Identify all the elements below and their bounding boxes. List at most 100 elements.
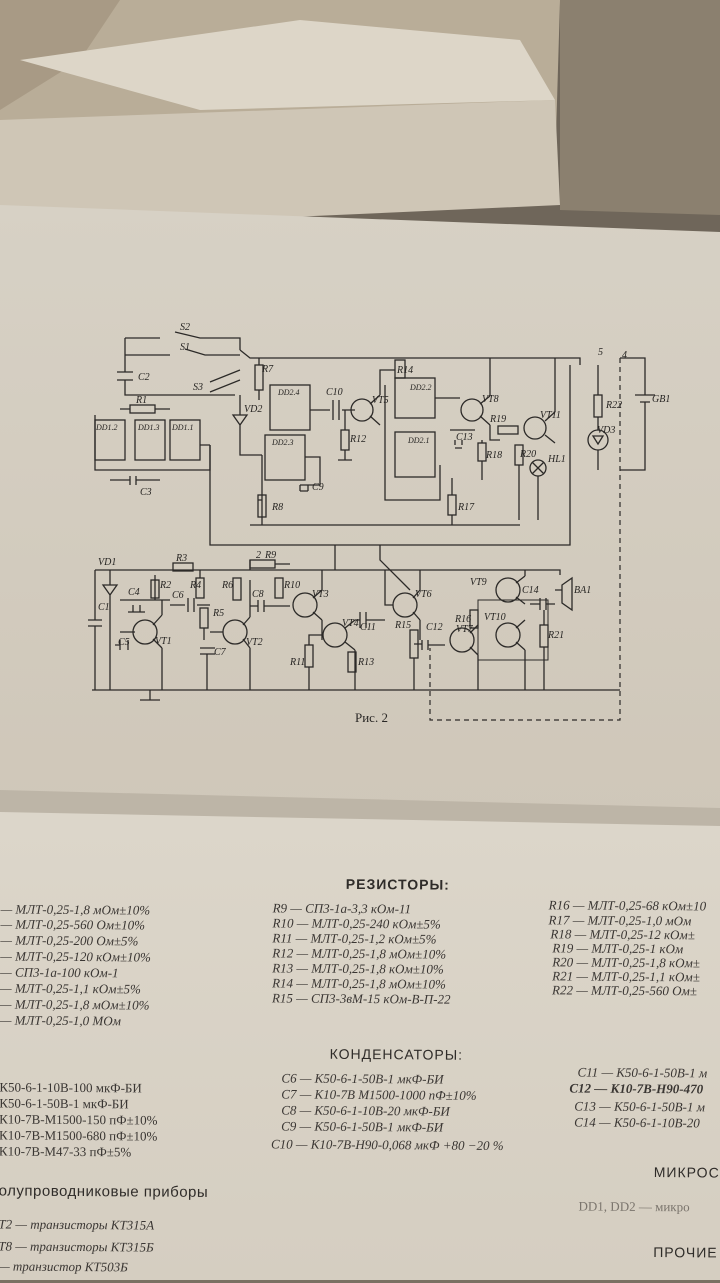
list-item: R12 — МЛТ-0,25-1,8 мОм±10% <box>272 945 447 962</box>
list-item: К10-7В-М47-33 пФ±5% <box>0 1143 132 1160</box>
svg-text:GB1: GB1 <box>652 394 670 405</box>
svg-text:R7: R7 <box>261 364 274 375</box>
svg-text:VT6: VT6 <box>415 589 432 600</box>
svg-text:VT10: VT10 <box>484 612 506 623</box>
list-item: C6 — К50-6-1-50В-1 мкФ-БИ <box>281 1070 444 1087</box>
svg-text:R3: R3 <box>175 553 187 564</box>
svg-text:DD2.2: DD2.2 <box>409 383 432 392</box>
svg-text:DD2.3: DD2.3 <box>271 438 294 447</box>
list-item: К50-6-1-50В-1 мкФ-БИ <box>0 1095 129 1112</box>
list-item: К10-7В-М1500-680 пФ±10% <box>0 1127 158 1144</box>
micro-line: DD1, DD2 — микро <box>578 1198 690 1215</box>
list-item: R16 — МЛТ-0,25-68 кОм±10 <box>548 897 707 914</box>
list-item: T2 — транзисторы КТ315А <box>0 1216 155 1233</box>
svg-text:DD1.3: DD1.3 <box>137 423 160 432</box>
list-item: C7 — К10-7В М1500-1000 пФ±10% <box>281 1086 477 1103</box>
schematic-labels: S2 S1 S3 C2 R1 DD1.2 DD1.3 DD1.1 C3 VD2 … <box>95 322 670 725</box>
svg-text:VT8: VT8 <box>482 394 499 405</box>
svg-text:R19: R19 <box>489 414 506 425</box>
svg-text:HL1: HL1 <box>547 454 566 465</box>
list-item: — МЛТ-0,25-1,8 мОм±10% <box>0 901 151 918</box>
svg-text:R13: R13 <box>357 657 374 668</box>
list-item: R15 — СП3-3вМ-15 кОм-В-П-22 <box>271 990 451 1007</box>
list-item: C12 — К10-7В-Н90-470 <box>569 1080 704 1097</box>
svg-text:C14: C14 <box>522 585 539 596</box>
svg-text:VT3: VT3 <box>312 589 329 600</box>
svg-text:R9: R9 <box>264 550 276 561</box>
svg-text:VD2: VD2 <box>244 404 262 415</box>
figure-caption: Рис. 2 <box>355 710 388 725</box>
svg-text:R5: R5 <box>212 608 224 619</box>
svg-text:R11: R11 <box>289 657 305 668</box>
list-item: C9 — К50-6-1-50В-1 мкФ-БИ <box>281 1118 444 1135</box>
svg-text:C4: C4 <box>128 587 140 598</box>
svg-text:R20: R20 <box>519 449 536 460</box>
capacitors-heading: КОНДЕНСАТОРЫ: <box>329 1045 464 1063</box>
svg-text:4: 4 <box>622 350 627 361</box>
svg-text:C13: C13 <box>456 432 473 443</box>
list-item: — МЛТ-0,25-1,0 МОм <box>0 1012 122 1029</box>
svg-text:C10: C10 <box>326 387 343 398</box>
upper-page <box>0 205 720 820</box>
svg-text:C2: C2 <box>138 372 150 383</box>
svg-text:DD1.2: DD1.2 <box>95 423 118 432</box>
svg-text:VT11: VT11 <box>540 410 561 421</box>
svg-text:R2: R2 <box>159 580 171 591</box>
svg-text:C12: C12 <box>426 622 443 633</box>
resistors-heading: РЕЗИСТОРЫ: <box>345 875 450 893</box>
list-item: R13 — МЛТ-0,25-1,8 кОм±10% <box>272 960 444 977</box>
svg-text:R18: R18 <box>485 450 502 461</box>
svg-text:R16: R16 <box>454 614 471 625</box>
svg-text:R1: R1 <box>135 395 147 406</box>
list-item: C8 — К50-6-1-10В-20 мкФ-БИ <box>281 1102 450 1119</box>
svg-text:C9: C9 <box>312 482 324 493</box>
list-item: — МЛТ-0,25-1,1 кОм±5% <box>0 980 141 997</box>
list-item: R11 — МЛТ-0,25-1,2 кОм±5% <box>272 930 437 947</box>
svg-text:S3: S3 <box>193 382 203 393</box>
svg-text:C7: C7 <box>214 647 227 658</box>
svg-text:R6: R6 <box>221 580 233 591</box>
svg-text:R10: R10 <box>283 580 300 591</box>
svg-text:R21: R21 <box>547 630 564 641</box>
list-item: C14 — К50-6-1-10В-20 <box>574 1114 700 1131</box>
list-item: R9 — СП3-1а-3,3 кОм-11 <box>272 900 412 917</box>
schematic-bottom <box>88 545 620 701</box>
svg-text:VT2: VT2 <box>246 637 263 648</box>
svg-text:DD2.4: DD2.4 <box>277 388 300 397</box>
svg-text:VT9: VT9 <box>470 577 487 588</box>
svg-text:R12: R12 <box>349 434 366 445</box>
svg-text:R17: R17 <box>457 502 475 513</box>
list-item: — МЛТ-0,25-200 Ом±5% <box>0 932 139 949</box>
svg-text:R8: R8 <box>271 502 283 513</box>
svg-text:VT7: VT7 <box>456 624 474 635</box>
list-item: R14 — МЛТ-0,25-1,8 мОм±10% <box>272 975 446 992</box>
svg-text:R4: R4 <box>189 580 201 591</box>
svg-text:C3: C3 <box>140 487 152 498</box>
svg-text:C6: C6 <box>172 590 184 601</box>
list-item: R22 — МЛТ-0,25-560 Ом± <box>552 982 697 999</box>
svg-text:5: 5 <box>598 347 603 358</box>
svg-text:VD1: VD1 <box>98 557 116 568</box>
list-item: К50-6-1-10В-100 мкФ-БИ <box>0 1079 142 1096</box>
svg-text:S1: S1 <box>180 342 190 353</box>
list-item: — МЛТ-0,25-1,8 мОм±10% <box>0 996 150 1013</box>
svg-text:DD1.1: DD1.1 <box>171 423 194 432</box>
list-item: К10-7В-М1500-150 пФ±10% <box>0 1111 158 1128</box>
list-item: C10 — К10-7В-Н90-0,068 мкФ +80 −20 % <box>270 1136 504 1154</box>
semiconductors-heading: олупроводниковые приборы <box>0 1182 209 1201</box>
svg-text:BA1: BA1 <box>574 585 591 596</box>
svg-text:C1: C1 <box>98 602 110 613</box>
svg-text:S2: S2 <box>180 322 190 333</box>
svg-text:DD2.1: DD2.1 <box>407 436 430 445</box>
list-item: — транзистор КТ503Б <box>0 1258 128 1275</box>
svg-text:VD3: VD3 <box>597 425 615 436</box>
svg-text:VT5: VT5 <box>372 395 389 406</box>
list-item: C11 — К50-6-1-50В-1 м <box>577 1064 708 1081</box>
svg-text:VT4: VT4 <box>342 618 359 629</box>
svg-text:C8: C8 <box>252 589 264 600</box>
list-item: R10 — МЛТ-0,25-240 кОм±5% <box>272 915 441 932</box>
list-item: — МЛТ-0,25-120 кОм±10% <box>0 948 151 965</box>
svg-text:C11: C11 <box>360 622 376 633</box>
